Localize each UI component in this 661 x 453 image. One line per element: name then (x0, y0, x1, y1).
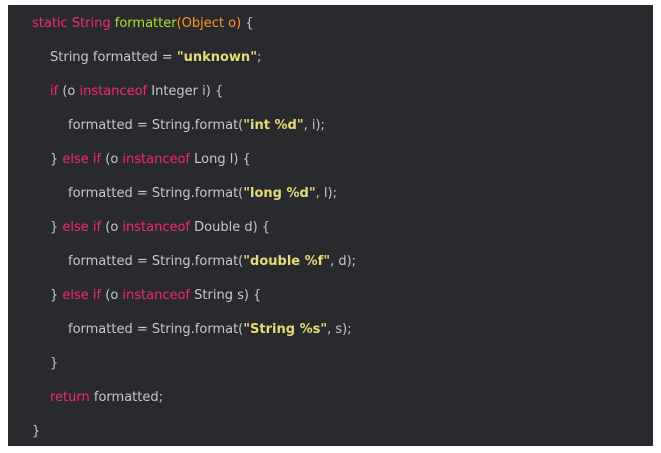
code-block: static String formatter(Object o) {Strin… (8, 5, 653, 446)
code-token: String (71, 16, 115, 31)
code-token: (o (101, 220, 123, 235)
code-token: "long %d" (243, 186, 316, 201)
code-token: } (50, 356, 59, 371)
code-token: "int %d" (243, 118, 304, 133)
code-line: } (50, 354, 58, 374)
code-token: (o (101, 152, 123, 167)
code-token: static (32, 16, 72, 31)
code-line: formatted = String.format("String %s", s… (68, 320, 352, 340)
code-line: formatted = String.format("int %d", i); (68, 116, 325, 136)
code-token: (Object o) (176, 16, 242, 31)
code-token: instanceof (122, 288, 191, 303)
code-token: "unknown" (176, 50, 257, 65)
code-token: } (50, 288, 63, 303)
code-token: formatter (114, 16, 177, 31)
code-token: ; (256, 50, 262, 65)
code-line: } (32, 422, 40, 442)
code-token: , l); (315, 186, 337, 201)
code-token: formatted = String.format( (68, 322, 244, 337)
code-token: , i); (303, 118, 325, 133)
code-line: } else if (o instanceof Double d) { (50, 218, 270, 238)
code-token: else if (62, 220, 102, 235)
code-token: formatted = String.format( (68, 186, 244, 201)
code-token: instanceof (122, 220, 191, 235)
code-line: static String formatter(Object o) { (32, 14, 254, 34)
code-token: } (32, 424, 41, 439)
code-token: "String %s" (243, 322, 328, 337)
code-token: Double d) { (190, 220, 271, 235)
code-token: String formatted = (50, 50, 177, 65)
code-token: instanceof (79, 84, 148, 99)
code-token: Integer i) { (147, 84, 224, 99)
code-token: return (50, 390, 90, 405)
code-token: String s) { (190, 288, 262, 303)
code-token: else if (62, 152, 102, 167)
code-token: else if (62, 288, 102, 303)
code-token: formatted = String.format( (68, 254, 244, 269)
code-token: instanceof (122, 152, 191, 167)
code-token: , d); (330, 254, 357, 269)
code-line: formatted = String.format("double %f", d… (68, 252, 356, 272)
code-token: , s); (327, 322, 352, 337)
code-line: if (o instanceof Integer i) { (50, 82, 223, 102)
code-line: return formatted; (50, 388, 163, 408)
code-line: } else if (o instanceof String s) { (50, 286, 261, 306)
code-token: "double %f" (243, 254, 331, 269)
code-token: } (50, 220, 63, 235)
code-line: String formatted = "unknown"; (50, 48, 261, 68)
code-token: formatted = String.format( (68, 118, 244, 133)
code-token: (o (101, 288, 123, 303)
code-token: formatted; (89, 390, 163, 405)
code-token: if (50, 84, 59, 99)
code-token: Long l) { (190, 152, 251, 167)
code-token: } (50, 152, 63, 167)
code-line: formatted = String.format("long %d", l); (68, 184, 337, 204)
code-token: (o (58, 84, 80, 99)
code-token: { (241, 16, 254, 31)
code-line: } else if (o instanceof Long l) { (50, 150, 251, 170)
